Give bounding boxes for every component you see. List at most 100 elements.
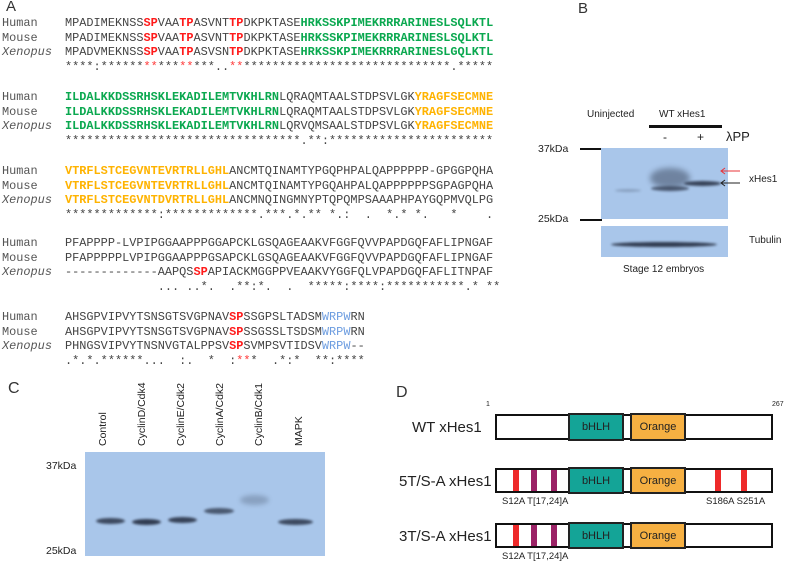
segment-plain: APIACKMGGPPVEAAKVYGGFQLVPAPDGQFAFLITNPAF — [207, 265, 494, 280]
alignment-consensus: *************:*************.***.*.** *.:… — [0, 208, 520, 222]
species-name: Xenopus — [2, 265, 52, 280]
consensus-symbols: ... ..*. .**:*. . *****:****:***********… — [65, 279, 501, 294]
segment-red: TP — [229, 45, 244, 60]
segment-green: HRKSSKPIMEKRRRARINESLSQLKTL — [300, 30, 494, 45]
segment-plain: -- — [350, 339, 365, 354]
sequence: VTRFLSTCEGVNTEVRTRLLGHLANCMTQINAMTYPGQPH… — [65, 164, 493, 178]
segment-red: TP — [229, 30, 244, 45]
band-cyclinb-cdk1 — [240, 495, 269, 505]
segment-orange: VTRFLSTCEGVNTEVRTRLLGHL — [65, 178, 230, 193]
species-name: Human — [2, 16, 38, 30]
segment-plain: LQRVQMSAALSTDPSVLGK — [279, 119, 415, 134]
segment-plain: PFAPPPPPLVPIPGGAAPPPGSAPCKLGSQAGEAAKVFGG… — [65, 250, 494, 265]
tubulin-label: Tubulin — [749, 235, 782, 246]
segment-red: SP — [229, 310, 244, 324]
residue-start: 1 — [486, 401, 490, 408]
segment-plain: RN — [350, 324, 365, 339]
mutation-t17a — [531, 525, 537, 546]
group-bar — [649, 125, 722, 128]
segment-plain: PHNGSVIPVYTNSNVGTALPPSV — [65, 339, 230, 354]
group-label-wt: WT xHes1 — [659, 109, 706, 120]
segment-plain: ASVNT — [193, 30, 230, 45]
segment-redstar: ** — [229, 59, 244, 74]
segment-plain: VAA — [157, 45, 180, 60]
segment-plain: PFAPPPP-LVPIPGGAAPPPGGAPCKLGSQAGEAAKVFGG… — [65, 236, 494, 250]
sequence: PHNGSVIPVYTNSNVGTALPPSVSPSVMPSVTIDSVWRPW… — [65, 339, 365, 353]
segment-red: TP — [229, 16, 244, 30]
segment-plain: * .*:* **:**** — [250, 353, 365, 368]
sequence: MPADIMEKNSSSPVAATPASVNTTPDKPKTASEHRKSSKP… — [65, 16, 493, 30]
sequence: AHSGPVIPVYTSNSGTSVGPNAVSPSSGSSLTSDSMWRPW… — [65, 325, 365, 339]
marker-37kda: 37kDa — [46, 460, 77, 472]
mutation-label-left: S12A T[17,24]A — [502, 551, 569, 562]
sequence: PFAPPPPPLVPIPGGAAPPPGSAPCKLGSQAGEAAKVFGG… — [65, 251, 493, 265]
segment-plain: MPADIMEKNSS — [65, 16, 144, 30]
segment-plain: MPADVMEKNSS — [65, 45, 144, 60]
alignment-row-mouse: Mouse MPADIMEKNSSSPVAATPASVNTTPDKPKTASEHR… — [0, 31, 520, 45]
band-mapk — [278, 519, 313, 525]
arrows — [720, 167, 740, 187]
segment-green: HRKSSKPIMEKRRRARINESLSQLKTL — [300, 16, 494, 30]
segment-plain: ***.. — [193, 59, 230, 74]
panel-d-letter: D — [396, 384, 408, 401]
segment-green: ILDALKKDSSRHSKLEKADILEMTVKHLRN — [65, 104, 280, 119]
band-cycline-cdk2 — [168, 517, 197, 523]
segment-plain: MPADIMEKNSS — [65, 30, 144, 45]
segment-red: TP — [179, 30, 194, 45]
residue-end: 267 — [772, 401, 784, 408]
caption-stage: Stage 12 embryos — [623, 264, 705, 275]
segment-orange: YRAGFSECMNE — [414, 119, 494, 134]
segment-plain: ANCMTQINAMTYPGQPHPALQAPPPPPP-GPGGPQHA — [229, 164, 494, 178]
western-blot-kinases — [85, 452, 325, 556]
alignment-row-xenopus: Xenopus PHNGSVIPVYTNSNVGTALPPSVSPSVMPSVTI… — [0, 339, 520, 353]
mutation-label-right: S186A S251A — [706, 496, 766, 507]
sequence: ILDALKKDSSRHSKLEKADILEMTVKHLRNLQRAQMTAAL… — [65, 105, 493, 119]
sequence: MPADIMEKNSSSPVAATPASVNTTPDKPKTASEHRKSSKP… — [65, 31, 493, 45]
lane-label-uninjected: Uninjected — [587, 109, 635, 120]
segment-plain: DKPKTASE — [243, 16, 301, 30]
segment-plain: AHSGPVIPVYTSNSGTSVGPNAV — [65, 310, 230, 324]
marker-25kda: 25kDa — [538, 213, 569, 225]
mutation-t24a — [551, 470, 557, 491]
consensus-symbols: *********************************.**:***… — [65, 134, 493, 148]
sequence: VTRFLSTCEGVNTEVRTRLLGHLANCMTQINAMTYPGQAH… — [65, 179, 493, 193]
lane-label: CyclinB/Cdk1 — [253, 382, 265, 446]
segment-plain: ... ..*. .**:*. . *****:****:***********… — [65, 279, 501, 294]
mutation-s12a — [513, 525, 519, 546]
species-name: Xenopus — [2, 339, 52, 354]
segment-red: SP — [143, 16, 158, 30]
domain-orange: Orange — [630, 467, 686, 494]
species-name: Human — [2, 164, 38, 178]
segment-redstar: ** — [143, 59, 158, 74]
segment-plain: AHSGPVIPVYTSNSGTSVGPNAV — [65, 324, 230, 339]
species-name: Mouse — [2, 30, 38, 45]
xhes1-band-label: xHes1 — [749, 174, 778, 185]
segment-plain: ****:****** — [65, 59, 144, 74]
segment-plain: ANCMTQINAMTYPGQAHPALQAPPPPPPSGPAGPQHA — [229, 178, 494, 193]
species-name: Human — [2, 310, 38, 324]
alignment-consensus: ****:****************..*****************… — [0, 60, 520, 74]
segment-red: SP — [193, 265, 208, 280]
marker-37kda: 37kDa — [538, 143, 569, 155]
segment-plain: SSGSSLTSDSM — [243, 324, 322, 339]
segment-plain: ANCMNQINGMNYPTQPQMPSAAAPHPAYGQPMVQLPG — [229, 193, 494, 208]
red-arrow-icon — [720, 167, 740, 175]
alignment-consensus: *********************************.**:***… — [0, 134, 520, 148]
segment-red: SP — [143, 45, 158, 60]
band-cyclind-cdk4 — [132, 519, 161, 525]
segment-redstar: ** — [236, 353, 251, 368]
segment-plain: -------------AAPQS — [65, 265, 194, 280]
band-uninjected — [615, 189, 641, 192]
lane-plus: + — [697, 130, 705, 144]
domain-bhlh: bHLH — [568, 522, 624, 549]
sequence: ILDALKKDSSRHSKLEKADILEMTVKHLRNLQRAQMTAAL… — [65, 90, 493, 104]
lane-label: CyclinA/Cdk2 — [214, 382, 226, 446]
mutation-s186a — [715, 470, 721, 491]
segment-blue: WRPW — [321, 339, 351, 354]
